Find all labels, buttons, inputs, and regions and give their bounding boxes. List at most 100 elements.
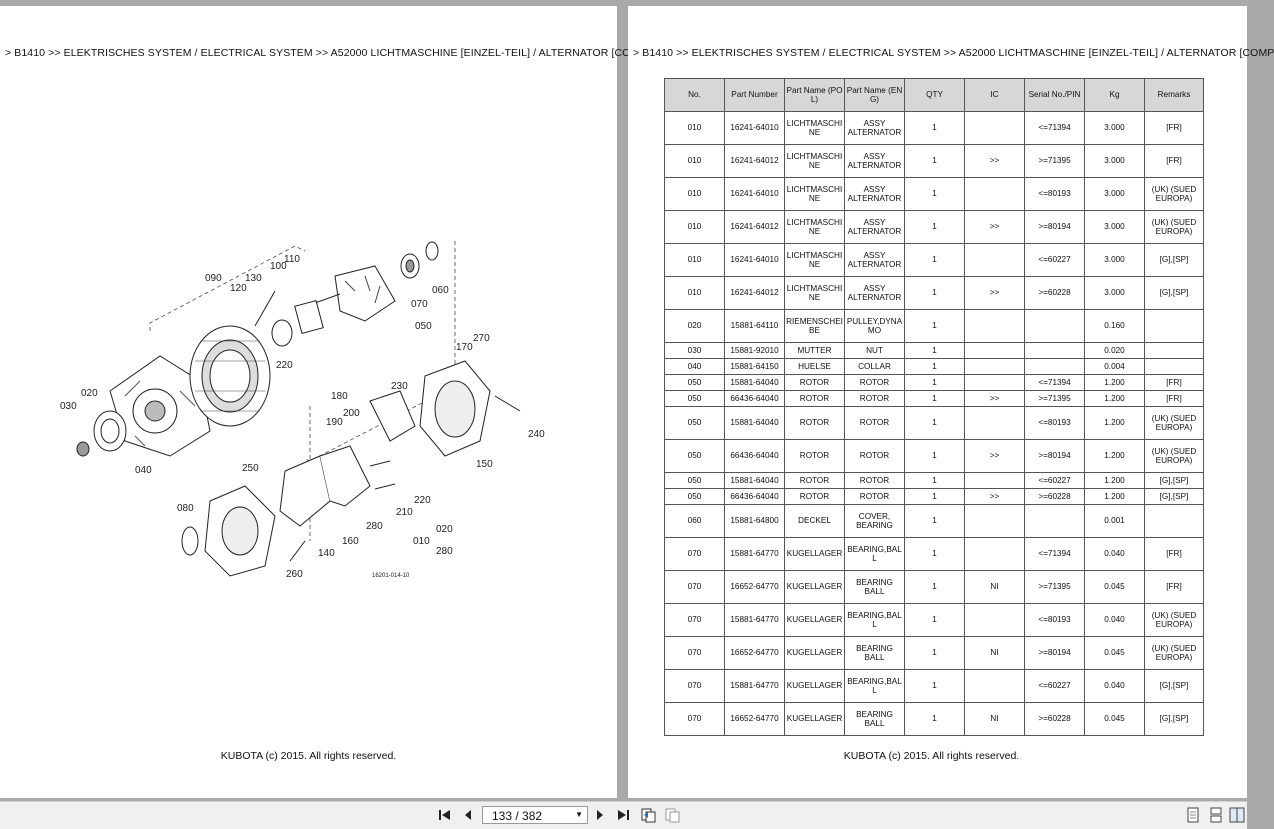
cell-part-name-pol: LICHTMASCHINE	[784, 144, 845, 178]
cell-ic: >>	[964, 144, 1025, 178]
cell-serial: >=80194	[1024, 210, 1085, 244]
cell-kg: 0.001	[1084, 504, 1145, 538]
cell-part-name-eng: PULLEY,DYNAMO	[844, 309, 905, 343]
cell-ic	[964, 243, 1025, 277]
single-page-button[interactable]	[1182, 805, 1204, 825]
cell-part-name-eng: ROTOR	[844, 439, 905, 473]
last-page-icon	[618, 810, 629, 820]
cell-serial: >=80194	[1024, 439, 1085, 473]
first-page-icon	[439, 810, 450, 820]
cell-ic	[964, 177, 1025, 211]
cell-no: 050	[664, 472, 725, 489]
next-page-button[interactable]	[589, 805, 611, 825]
callout-label: 240	[528, 429, 545, 440]
cell-part-number: 16241-64010	[724, 111, 785, 145]
cell-kg: 1.200	[1084, 374, 1145, 391]
cell-qty: 1	[904, 390, 965, 407]
facing-page-icon	[1229, 807, 1245, 823]
cell-part-name-pol: KUGELLAGER	[784, 636, 845, 670]
page-number-select[interactable]: 133 / 382 ▼	[482, 806, 588, 824]
callout-label: 050	[415, 321, 432, 332]
callout-label: 260	[286, 569, 303, 580]
cell-kg: 1.200	[1084, 390, 1145, 407]
go-forward-button[interactable]	[661, 805, 683, 825]
cell-qty: 1	[904, 144, 965, 178]
last-page-button[interactable]	[612, 805, 634, 825]
cell-qty: 1	[904, 210, 965, 244]
copyright: KUBOTA (c) 2015. All rights reserved.	[843, 750, 1020, 762]
cell-ic: >>	[964, 488, 1025, 505]
cell-part-name-pol: ROTOR	[784, 488, 845, 505]
left-page: > B1410 >> ELEKTRISCHES SYSTEM / ELECTRI…	[0, 6, 646, 798]
column-header: Remarks	[1144, 78, 1204, 112]
cell-part-name-eng: COVER, BEARING	[844, 504, 905, 538]
cell-serial	[1024, 504, 1085, 538]
cell-part-name-pol: DECKEL	[784, 504, 845, 538]
continuous-page-button[interactable]	[1205, 805, 1227, 825]
cell-no: 030	[664, 342, 725, 359]
cell-part-name-pol: ROTOR	[784, 406, 845, 440]
cell-serial: <=80193	[1024, 603, 1085, 637]
cell-part-number: 16241-64012	[724, 144, 785, 178]
cell-remarks: [FR]	[1144, 374, 1204, 391]
cell-qty: 1	[904, 488, 965, 505]
diagram-code: 16201-014-10	[372, 573, 410, 579]
cell-part-number: 15881-64040	[724, 472, 785, 489]
callout-label: 160	[342, 536, 359, 547]
pulley	[76, 410, 127, 457]
callout-label: 060	[432, 285, 449, 296]
first-page-button[interactable]	[434, 805, 456, 825]
cell-part-name-pol: RIEMENSCHEIBE	[784, 309, 845, 343]
cell-remarks: [G],[SP]	[1144, 243, 1204, 277]
cell-remarks: [FR]	[1144, 144, 1204, 178]
cell-serial: <=60227	[1024, 669, 1085, 703]
callout-labels: 090 130 100 110 120 060 070 050 220 270 …	[60, 254, 545, 580]
cell-qty: 1	[904, 504, 965, 538]
cell-part-name-eng: ROTOR	[844, 390, 905, 407]
go-back-icon	[641, 808, 656, 823]
cell-kg: 0.045	[1084, 702, 1145, 736]
cell-remarks: (UK) (SUED EUROPA)	[1144, 177, 1204, 211]
callout-label: 170	[456, 342, 473, 353]
cell-remarks	[1144, 358, 1204, 375]
prev-page-button[interactable]	[457, 805, 479, 825]
column-header: Part Name (ENG)	[844, 78, 905, 112]
callout-label: 220	[276, 360, 293, 371]
cell-serial: >=71395	[1024, 570, 1085, 604]
callout-label: 040	[135, 465, 152, 476]
cell-qty: 1	[904, 669, 965, 703]
cell-qty: 1	[904, 342, 965, 359]
cell-remarks: [G],[SP]	[1144, 669, 1204, 703]
callout-label: 150	[476, 459, 493, 470]
cell-no: 050	[664, 439, 725, 473]
cell-kg: 0.004	[1084, 358, 1145, 375]
chevron-down-icon: ▼	[575, 810, 583, 819]
cell-part-name-eng: ROTOR	[844, 406, 905, 440]
cell-part-name-eng: ROTOR	[844, 472, 905, 489]
cell-kg: 0.040	[1084, 603, 1145, 637]
rear-housing	[181, 485, 276, 577]
single-page-icon	[1187, 807, 1199, 823]
go-back-button[interactable]	[637, 805, 659, 825]
callout-label: 010	[413, 536, 430, 547]
facing-page-button[interactable]	[1226, 805, 1248, 825]
cell-serial: <=71394	[1024, 111, 1085, 145]
column-header: IC	[964, 78, 1025, 112]
exploded-parts-diagram: 090 130 100 110 120 060 070 050 220 270 …	[60, 241, 545, 580]
cell-part-number: 16241-64012	[724, 210, 785, 244]
cell-part-name-pol: KUGELLAGER	[784, 537, 845, 571]
cell-ic: >>	[964, 210, 1025, 244]
cell-kg: 3.000	[1084, 144, 1145, 178]
callout-label: 140	[318, 548, 335, 559]
cell-kg: 3.000	[1084, 111, 1145, 145]
cell-part-name-pol: MUTTER	[784, 342, 845, 359]
cell-part-name-pol: KUGELLAGER	[784, 570, 845, 604]
cell-ic	[964, 504, 1025, 538]
cell-serial: >=60228	[1024, 702, 1085, 736]
